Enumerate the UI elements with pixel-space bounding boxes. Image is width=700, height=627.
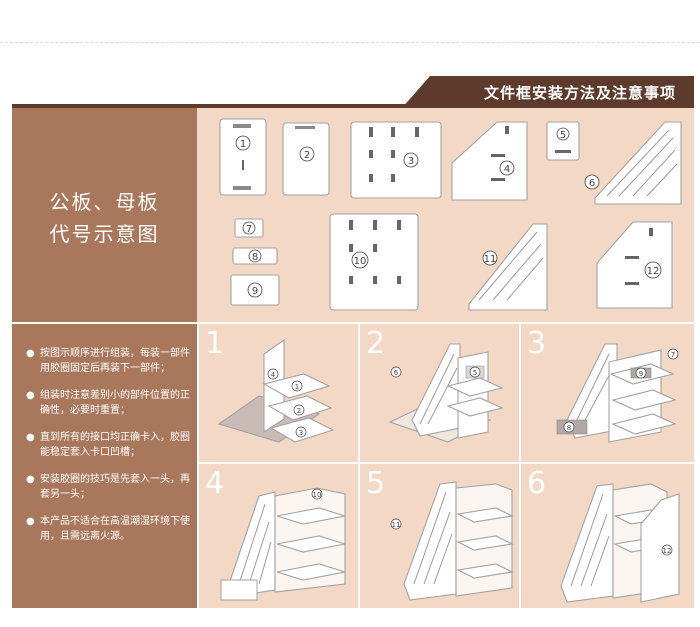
note-item: 按图示顺序进行组装，每装一部件用胶圈固定后再装下一部件； [26,346,191,376]
part-label: 12 [647,266,660,277]
step-3-illustration: 8 9 7 [556,343,679,443]
parts-legend-panel: 1 2 3 [197,108,694,322]
note-item: 安装胶圈的技巧是先套入一头，再套另一头； [26,472,191,502]
note-item: 直到所有的接口均正确卡入，胶圈能稳定套入卡口凹槽； [26,430,191,460]
sheet-title: 文件框安装方法及注意事项 [483,84,676,102]
part-label: 9 [252,286,258,297]
step-number: 2 [366,326,386,361]
step-6-illustration: 12 [560,483,680,603]
assembly-step-3: 3 8 9 7 [521,324,694,462]
part-3: 3 [350,121,442,199]
part-5: 5 [546,121,580,161]
legend-title-line2: 代号示意图 [49,222,160,246]
part-label: 11 [484,254,497,265]
part-6: 6 [584,121,682,205]
notes-panel: 按图示顺序进行组装，每装一部件用胶圈固定后再装下一部件； 组装时注意差别小的部件… [12,324,197,608]
title-bar-line [12,104,694,108]
part-1: 1 [219,118,267,196]
step-part-label: 4 [271,371,276,379]
step-number: 3 [527,326,547,361]
part-label: 2 [304,150,310,161]
step-part-label: 11 [392,521,401,529]
step-number: 6 [527,466,547,501]
part-label: 10 [354,256,367,267]
parts-diagram: 1 2 3 [219,118,682,311]
step-part-label: 2 [297,407,301,415]
part-7: 7 [234,218,264,238]
part-2: 2 [282,122,330,196]
step-1-illustration: 4 1 2 3 [217,338,335,443]
assembly-step-2: 2 6 5 [360,324,519,462]
note-item: 本产品不适合在高温潮湿环境下使用，且需远离火源。 [26,514,191,544]
part-4: 4 [451,121,528,201]
note-item: 组装时注意差别小的部件位置的正确性，必要时重置； [26,388,191,418]
step-number: 5 [366,466,386,501]
part-label: 1 [240,139,246,150]
top-dotted-line [0,42,700,43]
part-10: 10 [329,213,419,311]
step-part-label: 10 [313,491,322,499]
title-tab: 文件框安装方法及注意事项 [402,76,694,108]
part-label: 8 [252,252,258,263]
part-label: 4 [504,164,510,175]
step-part-label: 8 [567,424,571,432]
assembly-step-4: 4 10 [199,464,358,608]
part-8: 8 [232,247,278,265]
part-12: 12 [596,221,673,309]
step-4-illustration: 10 [220,487,346,601]
assembly-step-6: 6 12 [521,464,694,608]
legend-label-panel: 公板、母板 代号示意图 [12,108,197,322]
step-part-label: 12 [663,547,672,555]
part-9: 9 [230,274,280,306]
step-part-label: 1 [295,383,299,391]
step-part-label: 6 [394,369,399,377]
step-number: 1 [205,326,225,361]
assembly-step-1: 1 4 1 2 3 [199,324,358,462]
part-label: 7 [246,224,252,235]
part-11: 11 [468,223,548,311]
legend-title-line1: 公板、母板 [49,190,160,214]
step-5-illustration: 11 [390,481,514,601]
part-label: 6 [589,178,595,189]
notes-list: 按图示顺序进行组装，每装一部件用胶圈固定后再装下一部件； 组装时注意差别小的部件… [26,346,191,556]
step-part-label: 3 [299,429,303,437]
instruction-sheet: 文件框安装方法及注意事项 公板、母板 代号示意图 按图示顺序进行组装，每装一部件… [12,76,694,608]
part-label: 3 [408,156,414,167]
part-label: 5 [560,130,566,141]
step-part-label: 9 [639,370,643,378]
step-part-label: 7 [671,351,675,359]
assembly-step-5: 5 11 [360,464,519,608]
step-number: 4 [205,466,225,501]
step-2-illustration: 6 5 [388,343,504,443]
step-part-label: 5 [473,369,477,377]
